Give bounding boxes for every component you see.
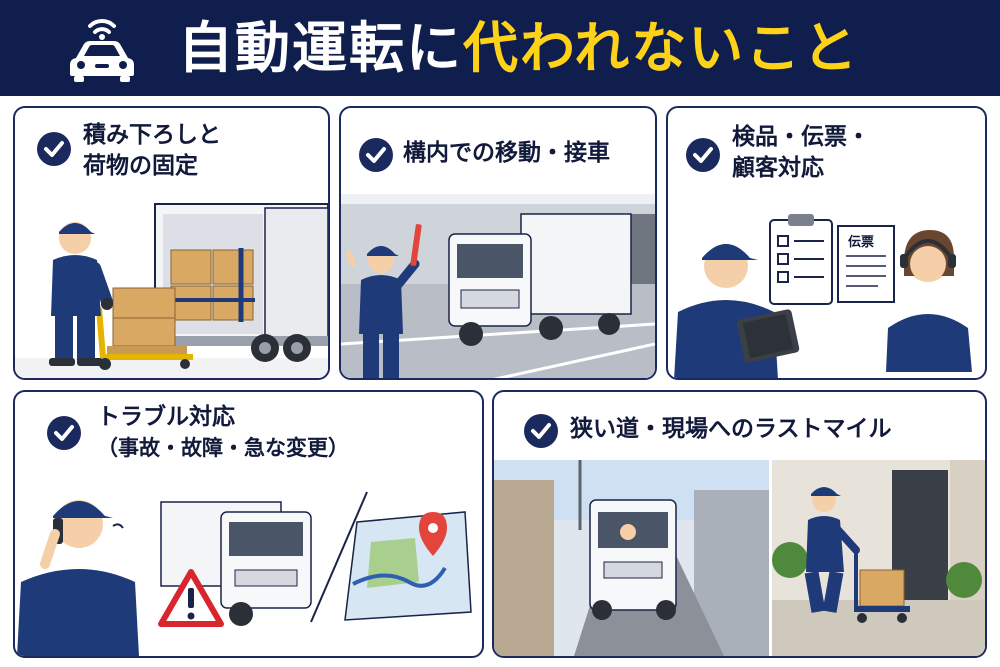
panel-label: トラブル対応 （事故・故障・急な変更） [97,402,349,464]
check-icon [686,138,720,172]
panel-last-mile: 狭い道・現場へのラストマイル [492,390,987,658]
header-banner: 自動運転に代われないこと [0,0,1000,96]
panel-loading-unloading: 積み下ろしと 荷物の固定 [13,106,330,380]
panel-yard-movement: 構内での移動・接車 [339,106,657,380]
panel-label: 積み下ろしと 荷物の固定 [83,120,221,182]
autonomous-car-icon [70,19,134,82]
page-title: 自動運転に代われないこと [178,10,859,86]
panel-label-line1: 積み下ろしと [83,122,221,148]
panel-label: 構内での移動・接車 [403,138,610,169]
check-icon [359,138,393,172]
panel-trouble-response: トラブル対応 （事故・故障・急な変更） [13,390,484,658]
check-icon [524,414,558,448]
panel-label-line1: 狭い道・現場へのラストマイル [570,416,892,442]
panel-inspection-customer: 検品・伝票・ 顧客対応 伝票 [666,106,987,380]
panel-label-line1: 構内での移動・接車 [403,140,610,166]
panel-label: 検品・伝票・ 顧客対応 [732,122,870,184]
panel-label-line2: 顧客対応 [732,155,824,181]
document-label: 伝票 [848,234,874,250]
title-white-part: 自動運転に [178,16,464,80]
trouble-illustration [17,491,472,656]
title-yellow-part: 代われないこと [463,16,860,80]
yard-guidance-illustration [341,194,655,378]
last-mile-illustration [494,460,985,656]
panel-label-line1: 検品・伝票・ [732,124,870,150]
check-icon [37,132,71,166]
panel-label-line2: （事故・故障・急な変更） [97,436,349,460]
panel-label: 狭い道・現場へのラストマイル [570,414,892,445]
check-icon [47,416,81,450]
panel-label-line1: トラブル対応 [97,404,235,430]
panel-label-line2: 荷物の固定 [83,153,198,179]
truck-loading-illustration [15,203,328,378]
inspection-illustration: 伝票 [674,214,972,378]
